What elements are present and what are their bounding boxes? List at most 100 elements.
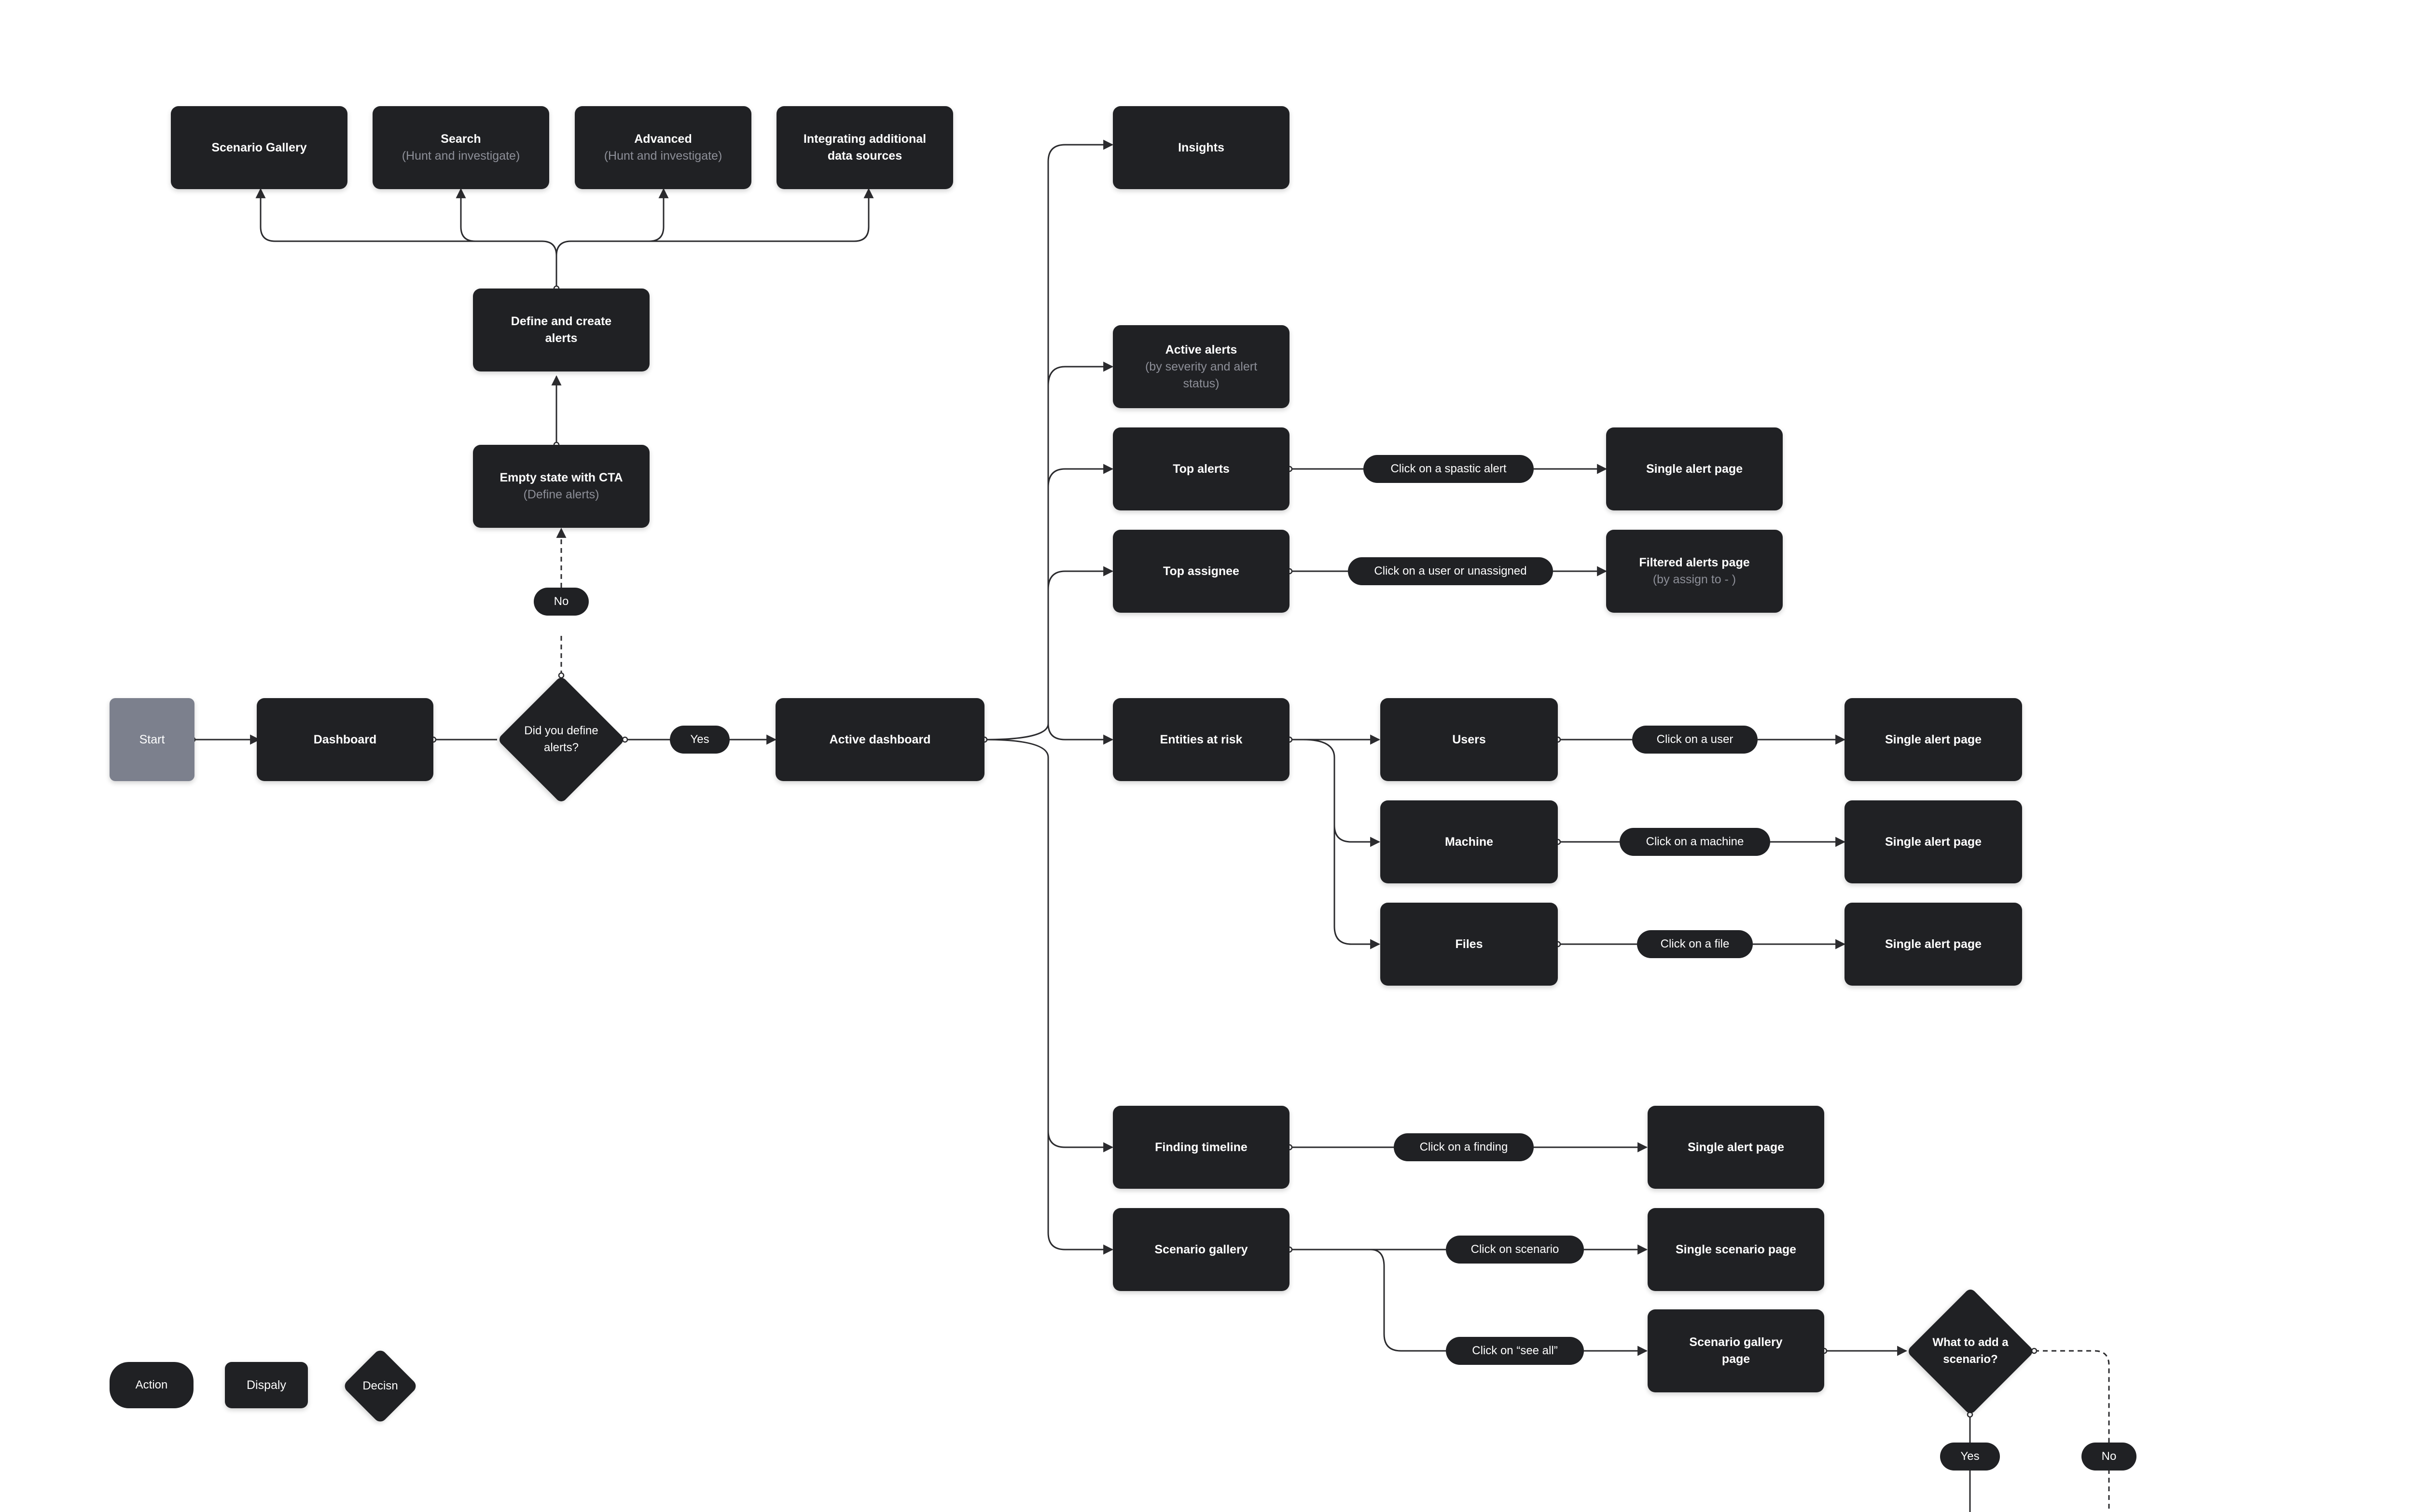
click-see-all-pill: Click on “see all” — [1446, 1337, 1584, 1365]
decision-add-scenario[interactable]: What to add a scenario? — [1906, 1287, 2035, 1416]
click-finding-label: Click on a finding — [1419, 1141, 1508, 1154]
legend-decision-label: Decisn — [362, 1379, 398, 1392]
click-user-unassigned-label: Click on a user or unassigned — [1374, 564, 1527, 577]
empty-state-node[interactable]: Empty state with CTA (Define alerts) — [473, 445, 650, 528]
single-alert-page-label: Single alert page — [1687, 1140, 1785, 1154]
search-title: Search — [441, 132, 481, 146]
edge-entities-branch — [1303, 739, 1381, 949]
top-assignee-label: Top assignee — [1163, 564, 1239, 578]
click-file-label: Click on a file — [1660, 937, 1730, 950]
decision-define-alerts-label: Did you define alerts? — [524, 724, 598, 754]
single-alert-page-finding[interactable]: Single alert page — [1648, 1106, 1824, 1189]
no-label: No — [2101, 1450, 2117, 1463]
search-node[interactable]: Search (Hunt and investigate) — [373, 106, 549, 189]
click-user-pill: Click on a user — [1632, 726, 1758, 754]
top-alerts-node[interactable]: Top alerts — [1113, 427, 1290, 510]
click-see-all-label: Click on “see all” — [1472, 1344, 1558, 1357]
filtered-alerts-title: Filtered alerts page — [1639, 556, 1750, 569]
active-dashboard-node[interactable]: Active dashboard — [776, 698, 985, 781]
integrating-node[interactable]: Integrating additional data sources — [777, 106, 953, 189]
single-scenario-page-node[interactable]: Single scenario page — [1648, 1208, 1824, 1291]
single-alert-page-label: Single alert page — [1885, 937, 1982, 951]
yes-label: Yes — [1960, 1450, 1980, 1463]
finding-timeline-label: Finding timeline — [1155, 1140, 1248, 1154]
top-assignee-node[interactable]: Top assignee — [1113, 530, 1290, 613]
edge-bus-search — [456, 188, 476, 242]
legend-display: Dispaly — [225, 1362, 308, 1408]
edge-scenario-branch — [1370, 1249, 1446, 1352]
click-file-pill: Click on a file — [1637, 930, 1753, 958]
edge-trunk-active-alerts — [1047, 361, 1114, 386]
edge-trunk-finding — [1047, 1130, 1114, 1153]
single-alert-page-machine[interactable]: Single alert page — [1844, 800, 2022, 883]
integrating-title: Integrating additional data sources — [803, 132, 927, 163]
yes-label-pill-2: Yes — [1940, 1443, 2000, 1471]
users-node[interactable]: Users — [1380, 698, 1558, 781]
yes-label-pill: Yes — [670, 726, 730, 754]
empty-state-sub: (Define alerts) — [523, 488, 599, 501]
edge-entities-machine — [1333, 825, 1381, 847]
click-spastic-alert-pill: Click on a spastic alert — [1363, 455, 1534, 483]
edge-bus-integrating — [649, 188, 874, 242]
insights-label: Insights — [1178, 140, 1224, 154]
edge-decision-no-right — [2034, 1350, 2110, 1447]
single-alert-page-label: Single alert page — [1885, 732, 1982, 746]
click-scenario-pill: Click on scenario — [1446, 1236, 1584, 1264]
click-user-unassigned-pill: Click on a user or unassigned — [1348, 557, 1553, 585]
advanced-sub: (Hunt and investigate) — [604, 149, 722, 163]
advanced-title: Advanced — [634, 132, 692, 146]
no-label-pill-2: No — [2081, 1443, 2136, 1471]
click-spastic-alert-label: Click on a spastic alert — [1390, 462, 1507, 475]
search-sub: (Hunt and investigate) — [402, 149, 520, 163]
legend-decision: Decisn — [340, 1346, 420, 1426]
click-machine-label: Click on a machine — [1646, 835, 1744, 848]
scenario-gallery-top-title: Scenario Gallery — [211, 140, 307, 154]
single-alert-page-label: Single alert page — [1885, 835, 1982, 849]
files-node[interactable]: Files — [1380, 903, 1558, 986]
scenario-gallery-node[interactable]: Scenario gallery — [1113, 1208, 1290, 1291]
scenario-gallery-page-label: Scenario gallery page — [1689, 1335, 1783, 1366]
edge-trunk-top-alerts — [1047, 464, 1114, 488]
advanced-node[interactable]: Advanced (Hunt and investigate) — [575, 106, 751, 189]
dashboard-node[interactable]: Dashboard — [257, 698, 433, 781]
filtered-alerts-node[interactable]: Filtered alerts page (by assign to - ) — [1606, 530, 1783, 613]
dashboard-label: Dashboard — [313, 732, 377, 746]
scenario-gallery-page-node[interactable]: Scenario gallery page — [1648, 1309, 1824, 1392]
edge-trunk-entities — [1047, 723, 1114, 745]
single-alert-page-label: Single alert page — [1646, 462, 1743, 476]
insights-node[interactable]: Insights — [1113, 106, 1290, 189]
active-alerts-node[interactable]: Active alerts (by severity and alert sta… — [1113, 325, 1290, 408]
single-alert-page-files[interactable]: Single alert page — [1844, 903, 2022, 986]
legend-action: Action — [110, 1362, 194, 1408]
filtered-alerts-sub: (by assign to - ) — [1652, 573, 1736, 586]
single-scenario-page-label: Single scenario page — [1675, 1242, 1797, 1256]
edge-active-trunk-up — [984, 139, 1114, 741]
entities-at-risk-label: Entities at risk — [1160, 732, 1243, 746]
active-alerts-title: Active alerts — [1165, 343, 1237, 357]
users-label: Users — [1452, 732, 1486, 746]
machine-node[interactable]: Machine — [1380, 800, 1558, 883]
single-alert-page-users[interactable]: Single alert page — [1844, 698, 2022, 781]
click-machine-pill: Click on a machine — [1620, 828, 1770, 856]
finding-timeline-node[interactable]: Finding timeline — [1113, 1106, 1290, 1189]
scenario-gallery-top-node[interactable]: Scenario Gallery — [171, 106, 347, 189]
legend-display-label: Dispaly — [247, 1378, 286, 1392]
entities-at-risk-node[interactable]: Entities at risk — [1113, 698, 1290, 781]
define-create-node[interactable]: Define and create alerts — [473, 289, 650, 371]
single-alert-page-1[interactable]: Single alert page — [1606, 427, 1783, 510]
no-label-pill: No — [534, 588, 589, 616]
yes-label: Yes — [690, 733, 709, 746]
legend-action-label: Action — [135, 1378, 168, 1391]
active-alerts-sub: (by severity and alert status) — [1145, 359, 1258, 390]
scenario-gallery-label: Scenario gallery — [1154, 1242, 1248, 1256]
edge-active-trunk-down — [984, 739, 1114, 1255]
click-scenario-label: Click on scenario — [1470, 1243, 1559, 1256]
click-user-label: Click on a user — [1656, 733, 1733, 746]
machine-label: Machine — [1444, 835, 1494, 849]
click-finding-pill: Click on a finding — [1394, 1133, 1534, 1161]
decision-define-alerts[interactable]: Did you define alerts? — [497, 675, 625, 804]
edge-bus-advanced — [555, 188, 669, 256]
start-label: Start — [139, 732, 165, 746]
start-node[interactable]: Start — [110, 698, 194, 781]
